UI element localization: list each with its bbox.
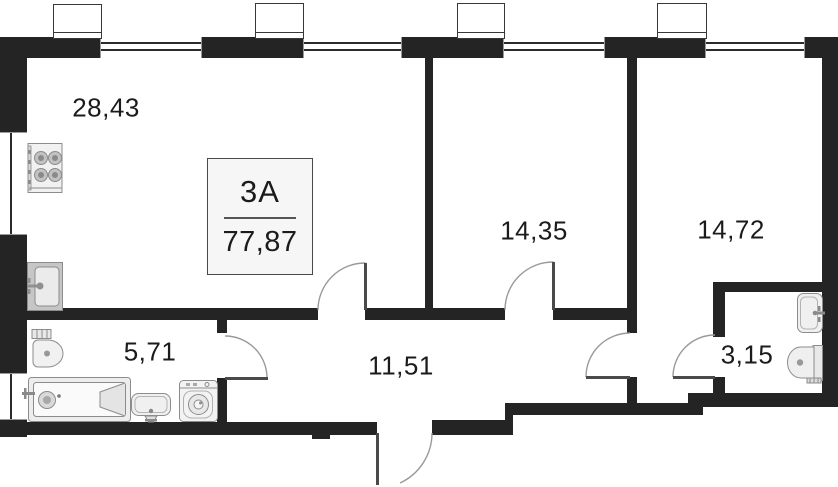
wall-segment	[505, 403, 513, 435]
room-area-label-bedroom-2: 14,72	[697, 214, 765, 245]
wall-segment	[0, 233, 27, 373]
wall-segment	[400, 37, 503, 58]
door-living-room	[317, 262, 367, 311]
vent-shaft	[657, 3, 707, 39]
wall-segment	[713, 377, 725, 393]
toilet-icon	[31, 329, 64, 368]
wall-segment	[627, 57, 637, 333]
wall-segment	[553, 308, 627, 320]
wall-segment	[432, 420, 510, 435]
wall-segment	[217, 308, 227, 333]
window	[0, 373, 27, 420]
window	[705, 37, 805, 58]
wall-segment	[0, 37, 27, 132]
unit-info-box: 3A 77,87	[207, 158, 313, 275]
stove-icon	[27, 143, 63, 193]
room-area-label-bedroom-1: 14,35	[500, 215, 568, 246]
wall-segment	[713, 292, 725, 337]
unit-type-label: 3A	[240, 174, 280, 210]
unit-total-area: 77,87	[222, 225, 298, 258]
door-entrance	[376, 432, 433, 485]
door-bathroom	[224, 335, 268, 380]
door-bedroom-1	[504, 261, 555, 311]
wc-sink-icon	[797, 293, 825, 333]
wc-toilet-icon	[787, 345, 823, 384]
window	[303, 37, 402, 58]
wall-segment	[822, 37, 838, 407]
wall-segment	[713, 282, 822, 292]
room-area-label-hallway: 11,51	[368, 350, 434, 381]
wall-segment	[312, 434, 330, 439]
room-area-label-wc: 3,15	[720, 339, 774, 370]
bathtub-icon	[22, 377, 131, 422]
vent-shaft	[53, 4, 102, 39]
wall-segment	[603, 37, 705, 58]
wall-segment	[505, 403, 703, 415]
wall-segment	[425, 57, 433, 310]
wall-segment	[365, 308, 505, 320]
window	[503, 37, 605, 58]
vent-shaft	[457, 3, 505, 39]
wall-segment	[217, 378, 227, 422]
wall-segment	[200, 37, 303, 58]
door-wc	[672, 334, 716, 379]
pedestal-sink-icon	[131, 393, 171, 423]
room-area-label-living-kitchen: 28,43	[72, 92, 140, 123]
window	[0, 132, 27, 235]
kitchen-sink-icon	[27, 262, 63, 311]
wall-segment	[0, 422, 377, 435]
unit-divider-line	[224, 217, 296, 219]
door-hallway-corridor	[585, 332, 631, 379]
window	[100, 37, 202, 58]
room-area-label-bathroom: 5,71	[123, 336, 177, 367]
washing-machine-icon	[179, 380, 218, 422]
wall-segment	[27, 308, 318, 320]
vent-shaft	[255, 3, 304, 39]
wall-segment	[627, 377, 637, 405]
wall-segment	[688, 393, 838, 407]
